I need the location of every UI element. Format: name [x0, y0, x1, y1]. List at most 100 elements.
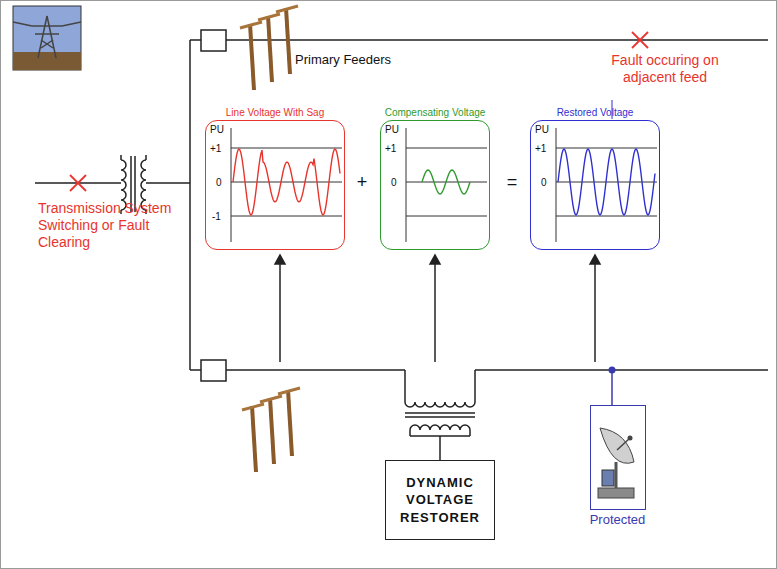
drawing-stroke [275, 255, 285, 264]
drawing-stroke [231, 128, 657, 242]
drawing-stroke [609, 367, 616, 374]
drawing-stroke [70, 175, 86, 191]
drawing-stroke [409, 430, 411, 436]
series-transformer [405, 370, 475, 460]
drawing-stroke [404, 370, 406, 402]
drawing-stroke [405, 416, 475, 418]
drawing-stroke [594, 262, 596, 362]
drawing-stroke [406, 128, 407, 242]
axis-value: 0 [541, 177, 547, 188]
dvr-label: DYNAMIC VOLTAGE RESTORER [392, 474, 488, 527]
drawing-stroke [405, 402, 475, 407]
waveform-panel: Restored VoltagePU+10 [530, 120, 660, 250]
drawing-stroke [13, 52, 81, 70]
bus-and-feeders [190, 30, 768, 381]
drawing-stroke [242, 388, 300, 472]
drawing-stroke [469, 430, 471, 436]
fault-note: Fault occuring on adjacent feed [585, 52, 745, 86]
drawing-stroke [231, 182, 342, 183]
measurement-arrows [275, 255, 600, 362]
axis-unit: PU [535, 124, 549, 135]
drawing-stroke [474, 370, 476, 402]
drawing-stroke [47, 16, 56, 58]
fault-mark [70, 175, 86, 191]
drawing-stroke [430, 255, 440, 264]
protected-equipment-icon [598, 428, 634, 498]
fault-mark [632, 32, 648, 48]
drawing-stroke [240, 6, 298, 90]
panel-grids [231, 128, 657, 242]
drawing-stroke [41, 40, 53, 48]
drawing-stroke [226, 39, 768, 41]
drawing-stroke [632, 32, 648, 48]
panel-title: Line Voltage With Sag [196, 107, 354, 119]
drawing-stroke [201, 30, 226, 51]
waveform-panel: Line Voltage With SagPU+10-1 [205, 120, 345, 250]
axis-value: +1 [385, 143, 396, 154]
drawing-stroke [410, 425, 470, 430]
restored-waveform [558, 149, 655, 215]
axis-unit: PU [210, 124, 224, 135]
drawing-stroke [231, 148, 342, 149]
drawing-stroke [615, 462, 618, 488]
drawing-stroke [628, 436, 633, 441]
drawing-stroke [189, 40, 191, 370]
drawing-stroke [611, 370, 613, 405]
axis-value: +1 [210, 143, 221, 154]
drawing-stroke [62, 22, 81, 26]
drawing-stroke [405, 412, 475, 414]
drawing-stroke [556, 128, 557, 242]
dvr-box: DYNAMIC VOLTAGE RESTORER [385, 460, 495, 540]
event-note: Transmission System Switching or Fault C… [38, 200, 178, 250]
panel-title: Compensating Voltage [371, 107, 499, 119]
drawing-stroke [475, 369, 768, 371]
waveform-panel: Compensating VoltagePU+10 [380, 120, 490, 250]
load-connection [609, 367, 616, 406]
drawing-stroke [146, 182, 190, 184]
drawing-stroke [190, 39, 201, 41]
plus-sign: + [352, 172, 372, 194]
drawing-stroke [602, 470, 614, 486]
drawing-stroke [617, 438, 630, 450]
drawing-stroke [439, 436, 441, 460]
drawing-stroke [434, 262, 436, 362]
panel-title: Restored Voltage [521, 107, 669, 119]
drawing-stroke [598, 488, 634, 498]
equals-sign: = [500, 172, 524, 194]
drawing-stroke [120, 155, 122, 160]
sag-waveform [233, 149, 340, 215]
drawing-stroke [201, 360, 226, 381]
drawing-stroke [600, 428, 634, 463]
drawing-stroke [231, 128, 232, 242]
drawing-stroke [35, 33, 59, 35]
drawing-stroke [13, 22, 32, 26]
drawing-stroke [13, 16, 81, 58]
axis-unit: PU [385, 124, 399, 135]
axis-value: -1 [212, 211, 221, 222]
drawing-stroke [190, 369, 201, 371]
load-label: Protected [590, 513, 646, 527]
protected-load-box: Protected [590, 405, 646, 510]
drawing-stroke [231, 216, 342, 217]
drawing-stroke [13, 6, 81, 70]
drawing-stroke [556, 216, 657, 217]
drawing-stroke [32, 25, 62, 27]
drawing-stroke [406, 216, 487, 217]
drawing-stroke [632, 32, 648, 48]
feeder-label: Primary Feeders [295, 52, 425, 68]
drawing-stroke [70, 175, 86, 191]
drawing-stroke [145, 155, 147, 160]
drawing-stroke [406, 148, 487, 149]
drawing-stroke [556, 148, 657, 149]
axis-value: +1 [535, 143, 546, 154]
drawing-stroke [590, 255, 600, 264]
axis-value: 0 [216, 177, 222, 188]
transmission-tower-icon [13, 6, 81, 70]
axis-value: 0 [391, 177, 397, 188]
drawing-stroke [226, 369, 405, 371]
compensating-waveform [422, 170, 470, 194]
drawing-stroke [38, 16, 47, 58]
drawing-stroke [41, 40, 53, 48]
drawing-stroke [279, 262, 281, 362]
